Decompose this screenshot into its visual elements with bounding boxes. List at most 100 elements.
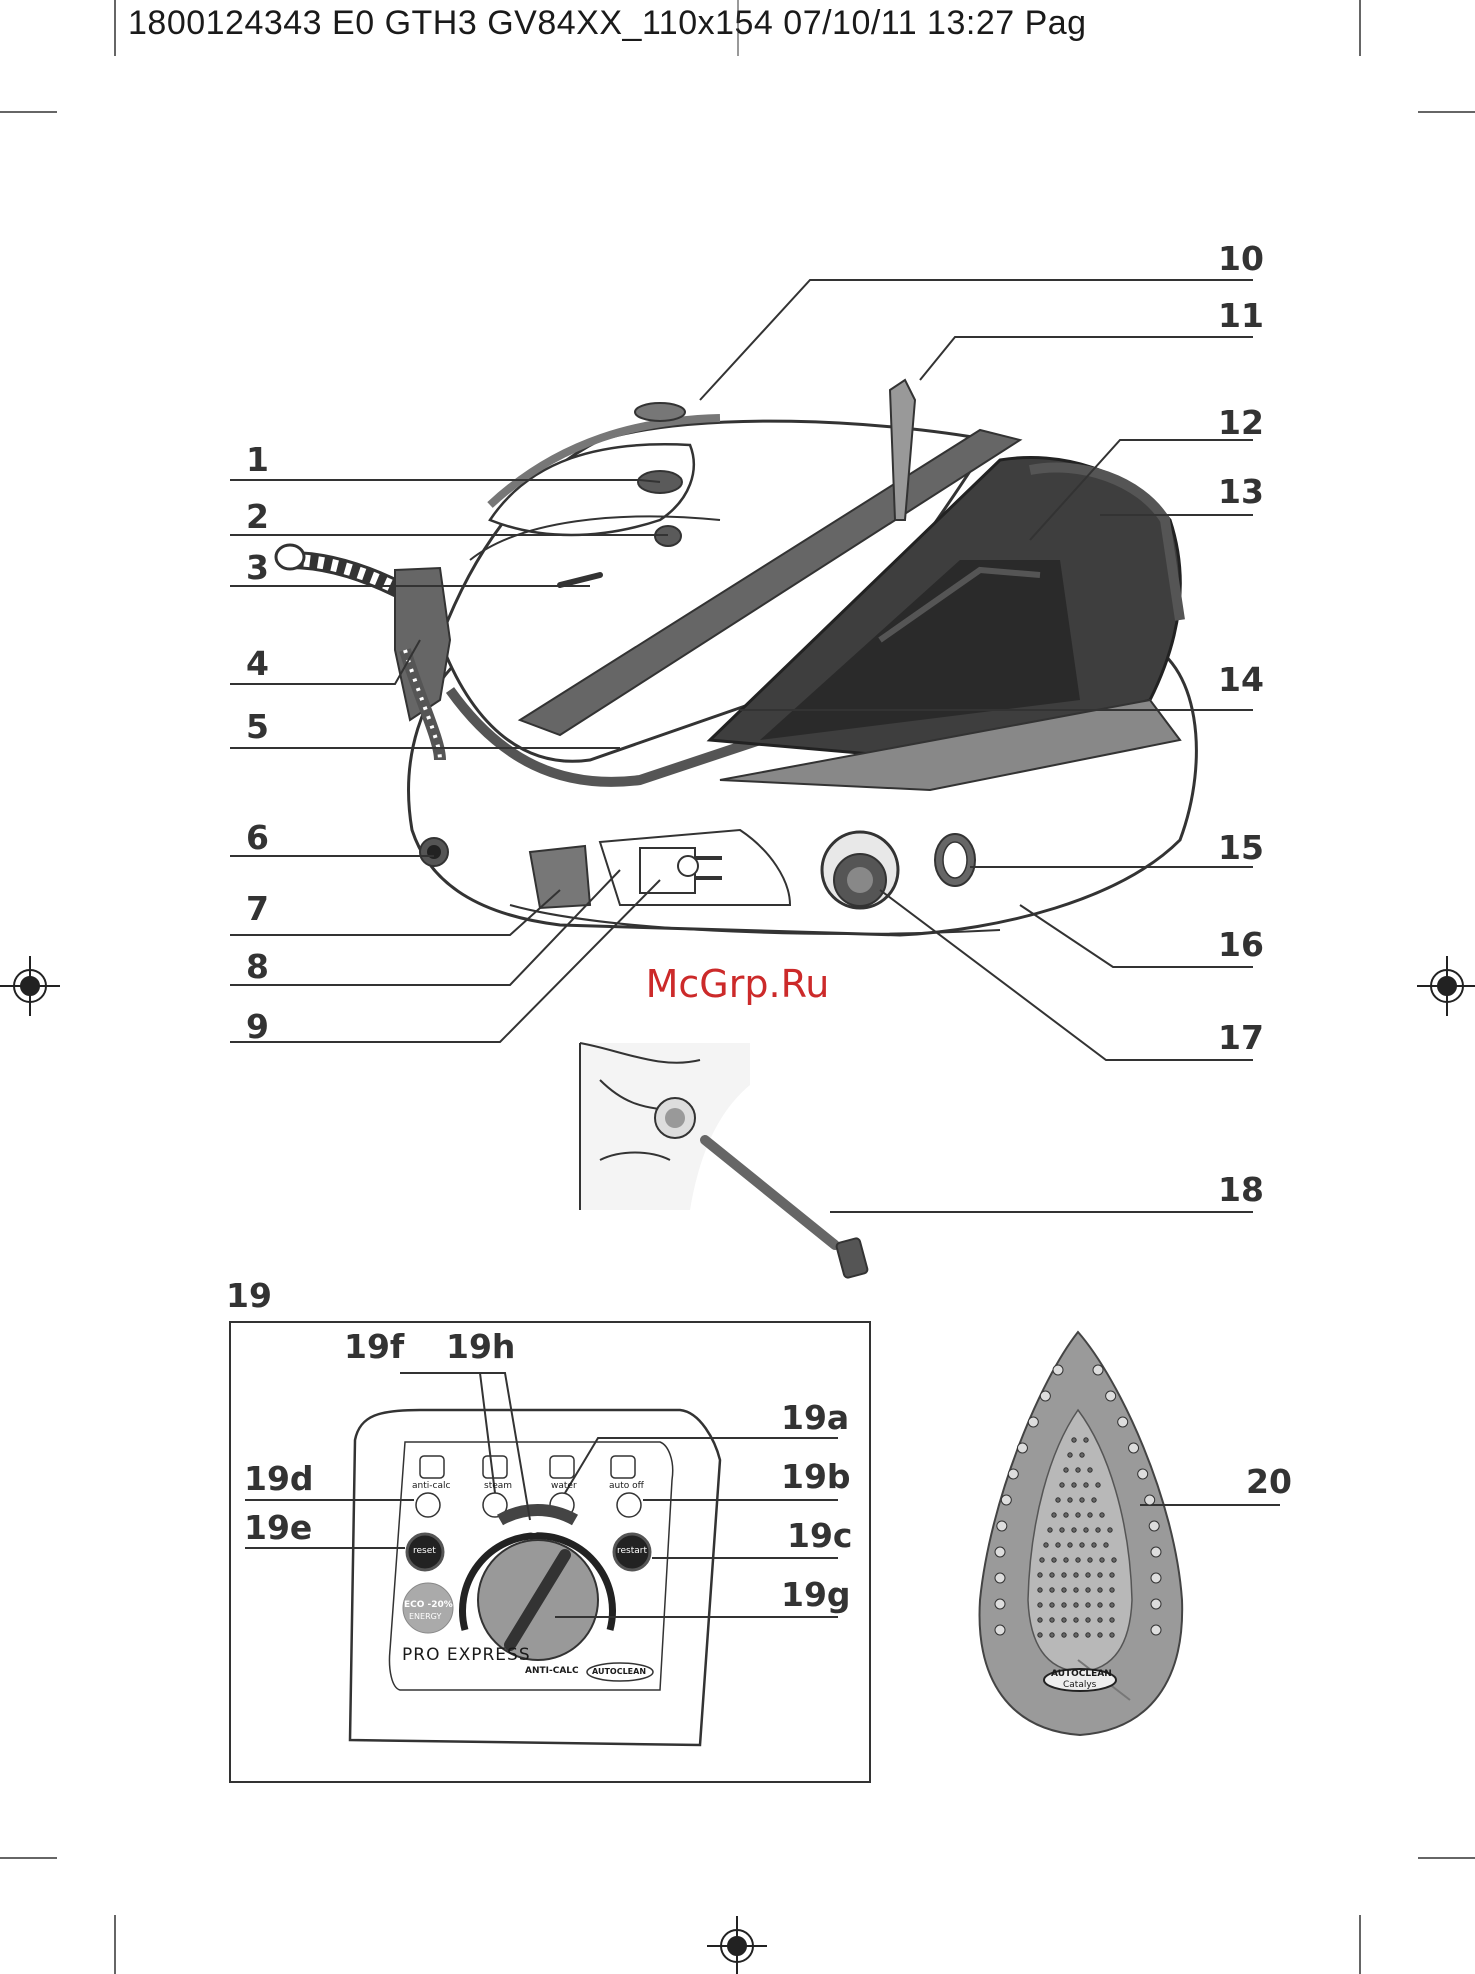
soleplate-hole <box>1086 1603 1090 1607</box>
soleplate-hole <box>1068 1453 1072 1457</box>
callout-4: 4 <box>246 647 269 680</box>
callout-17: 17 <box>1218 1021 1264 1054</box>
eco-badge-line1: ECO -20% <box>404 1600 453 1610</box>
auto-off-label: auto off <box>609 1481 644 1491</box>
soleplate-hole <box>1098 1618 1102 1622</box>
soleplate-hole <box>1038 1603 1042 1607</box>
soleplate-hole <box>1008 1469 1018 1479</box>
soleplate-hole <box>1064 1558 1068 1562</box>
soleplate-hole <box>1108 1528 1112 1532</box>
soleplate-hole <box>1001 1495 1011 1505</box>
soleplate-hole <box>1038 1588 1042 1592</box>
soleplate-hole <box>1086 1588 1090 1592</box>
soleplate-hole <box>1040 1391 1050 1401</box>
callout-19a: 19a <box>781 1401 849 1434</box>
callout-18: 18 <box>1218 1173 1264 1206</box>
soleplate-hole <box>1028 1417 1038 1427</box>
callout-19e: 19e <box>244 1511 312 1544</box>
soleplate-hole <box>1050 1633 1054 1637</box>
restart-label: restart <box>617 1546 647 1556</box>
soleplate-hole <box>997 1521 1007 1531</box>
soleplate-hole <box>1076 1468 1080 1472</box>
soleplate-hole <box>1056 1543 1060 1547</box>
soleplate-hole <box>1056 1498 1060 1502</box>
soleplate-hole <box>1110 1618 1114 1622</box>
soleplate-hole <box>1060 1483 1064 1487</box>
reset-label: reset <box>413 1546 436 1556</box>
soleplate-hole <box>1118 1417 1128 1427</box>
eco-badge-line2: ENERGY <box>409 1612 441 1621</box>
soleplate-hole <box>1050 1618 1054 1622</box>
soleplate-hole <box>1038 1633 1042 1637</box>
anti-calc-logo-text: ANTI-CALC <box>525 1666 579 1676</box>
callout-19h: 19h <box>446 1330 515 1363</box>
soleplate-hole <box>1044 1543 1048 1547</box>
soleplate-hole <box>1145 1495 1155 1505</box>
soleplate-hole <box>1072 1438 1076 1442</box>
soleplate-hole <box>1074 1633 1078 1637</box>
soleplate-hole <box>1088 1513 1092 1517</box>
soleplate-hole <box>1040 1558 1044 1562</box>
soleplate-hole <box>1062 1618 1066 1622</box>
soleplate-hole <box>1072 1483 1076 1487</box>
soleplate-hole <box>1048 1528 1052 1532</box>
soleplate-hole <box>1093 1365 1103 1375</box>
soleplate-hole <box>1112 1558 1116 1562</box>
soleplate-hole <box>1074 1603 1078 1607</box>
soleplate-hole <box>1074 1573 1078 1577</box>
callout-19g: 19g <box>781 1578 851 1611</box>
soleplate-hole <box>1138 1469 1148 1479</box>
soleplate-hole <box>1062 1603 1066 1607</box>
soleplate-hole <box>1052 1513 1056 1517</box>
soleplate-hole <box>1084 1483 1088 1487</box>
eco-label: eco <box>508 1518 539 1537</box>
soleplate-hole <box>1104 1543 1108 1547</box>
soleplate-hole <box>1080 1498 1084 1502</box>
callout-11: 11 <box>1218 299 1264 332</box>
callout-3: 3 <box>246 551 269 584</box>
soleplate-hole <box>1129 1443 1139 1453</box>
soleplate-hole <box>995 1547 1005 1557</box>
soleplate-hole <box>1060 1528 1064 1532</box>
soleplate-hole <box>1106 1391 1116 1401</box>
soleplate-hole <box>1053 1365 1063 1375</box>
soleplate-hole <box>1110 1603 1114 1607</box>
soleplate-hole <box>1086 1633 1090 1637</box>
callout-10: 10 <box>1218 242 1264 275</box>
callout-19f: 19f <box>344 1330 404 1363</box>
soleplate-hole <box>1084 1438 1088 1442</box>
soleplate-hole <box>1076 1513 1080 1517</box>
callout-16: 16 <box>1218 928 1264 961</box>
soleplate-logo-line2: Catalys <box>1063 1680 1096 1690</box>
callout-12: 12 <box>1218 406 1264 439</box>
brand-label: PRO EXPRESS <box>402 1645 531 1665</box>
soleplate-hole <box>1072 1528 1076 1532</box>
callout-19b: 19b <box>781 1460 851 1493</box>
soleplate-hole <box>1098 1633 1102 1637</box>
soleplate-hole <box>1064 1468 1068 1472</box>
autoclean-logo-text: AUTOCLEAN <box>592 1667 646 1676</box>
steam-label: steam <box>484 1481 512 1491</box>
soleplate-hole <box>1100 1513 1104 1517</box>
soleplate-hole <box>1151 1547 1161 1557</box>
soleplate-hole <box>1062 1633 1066 1637</box>
soleplate-hole <box>1076 1558 1080 1562</box>
callout-15: 15 <box>1218 831 1264 864</box>
watermark: McGrp.Ru <box>0 962 1475 1006</box>
callout-1: 1 <box>246 443 269 476</box>
soleplate-hole <box>1062 1588 1066 1592</box>
callout-9: 9 <box>246 1010 269 1043</box>
soleplate-hole <box>1098 1603 1102 1607</box>
soleplate-hole <box>995 1625 1005 1635</box>
soleplate-hole <box>1068 1543 1072 1547</box>
soleplate-hole <box>1074 1588 1078 1592</box>
soleplate-hole <box>1074 1618 1078 1622</box>
soleplate-hole <box>1086 1573 1090 1577</box>
callout-6: 6 <box>246 821 269 854</box>
soleplate-hole <box>1151 1625 1161 1635</box>
callout-19c: 19c <box>787 1519 852 1552</box>
callout-5: 5 <box>246 710 269 743</box>
callout-7: 7 <box>246 892 269 925</box>
soleplate-hole <box>1080 1543 1084 1547</box>
soleplate-hole <box>1038 1618 1042 1622</box>
